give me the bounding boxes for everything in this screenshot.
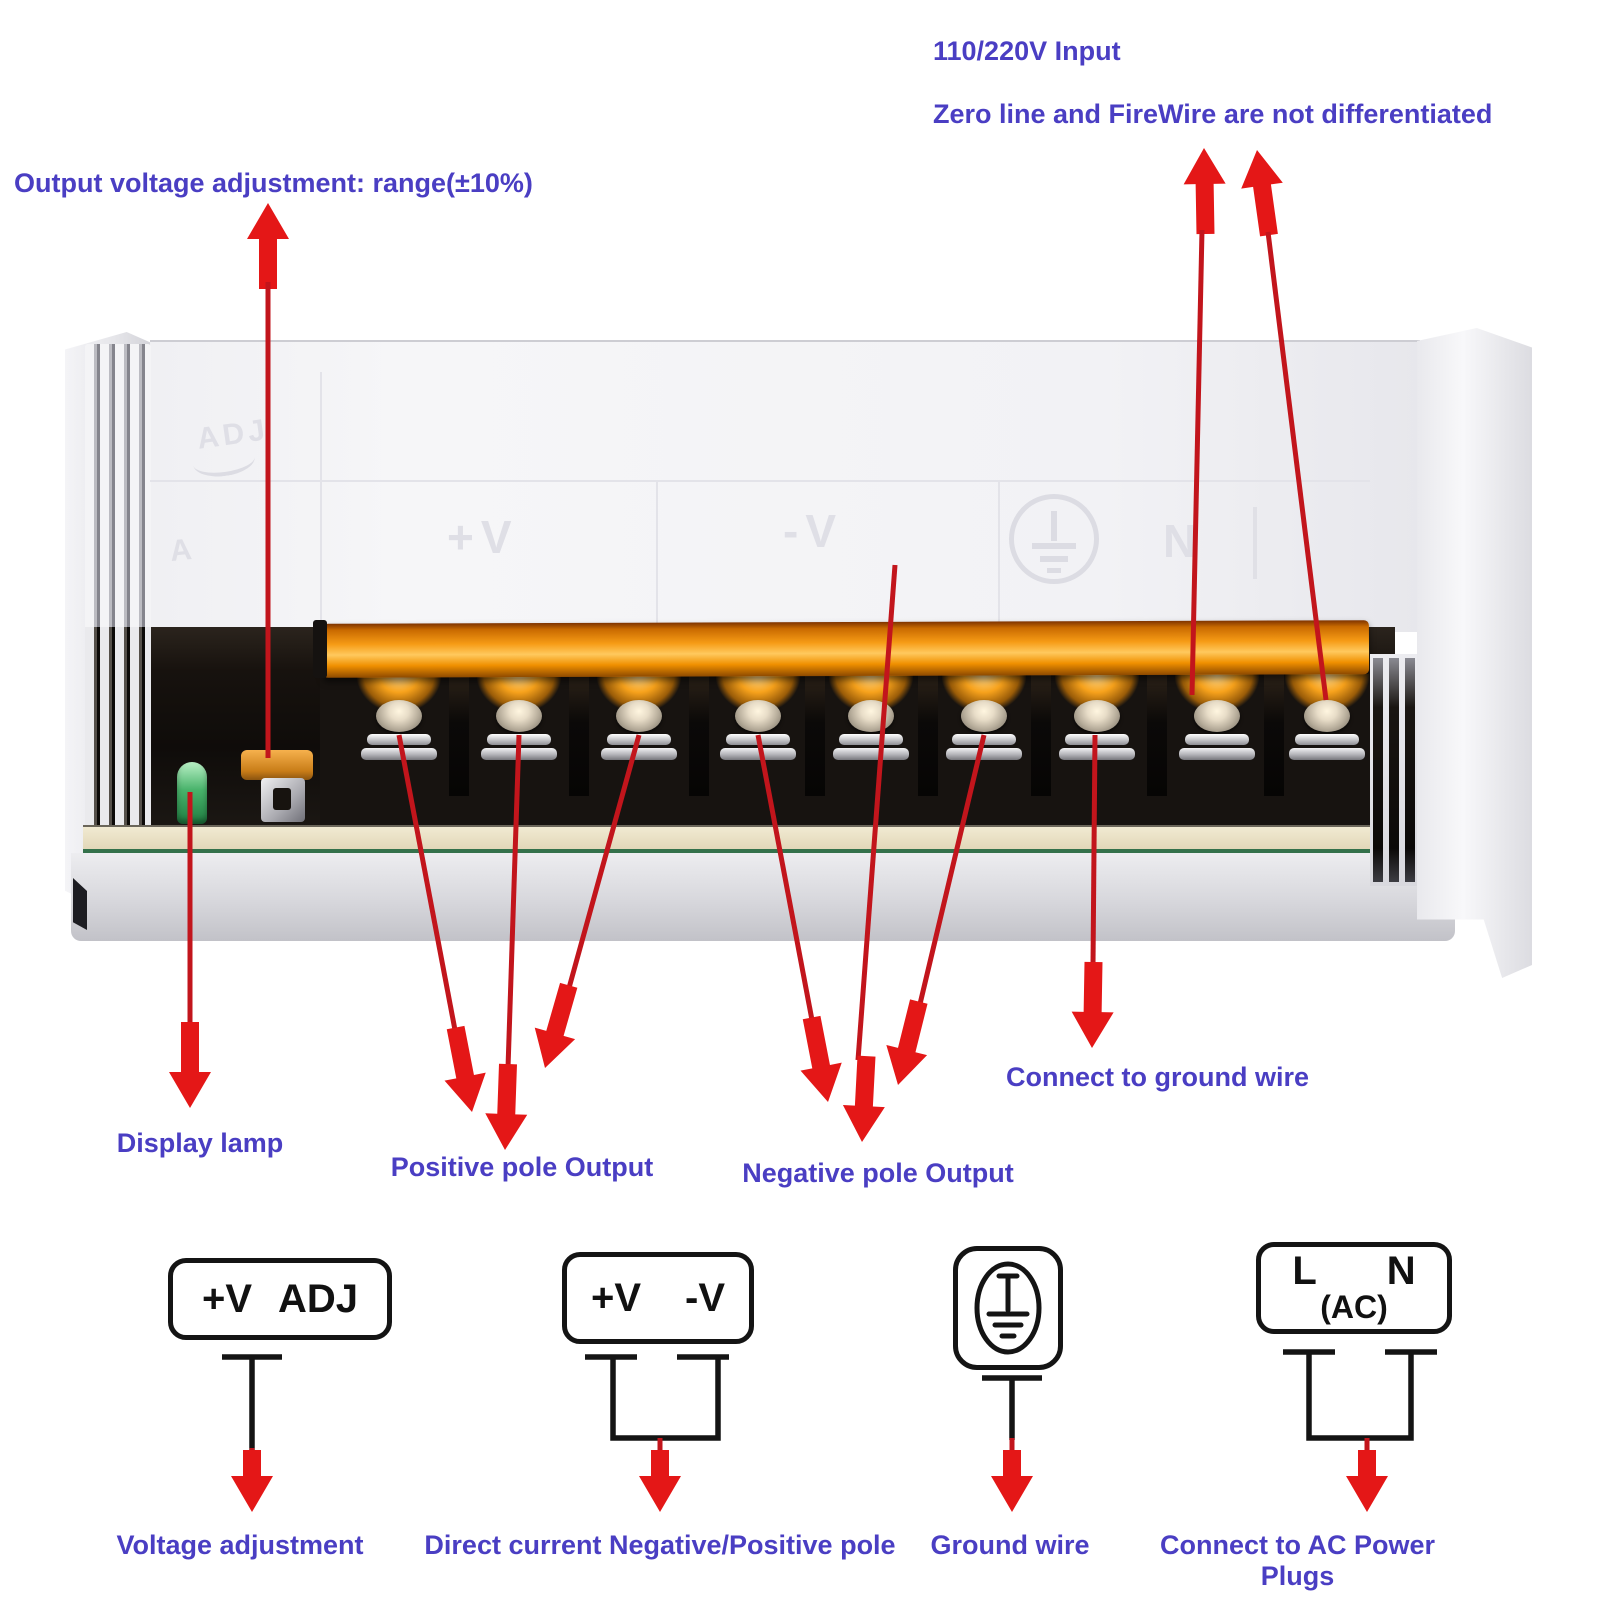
terminal-screw-5 xyxy=(821,674,921,822)
terminal-screw-1 xyxy=(349,674,449,822)
vent-slot xyxy=(1405,658,1415,882)
terminal-screw-6 xyxy=(934,674,1034,822)
pcb-edge xyxy=(83,825,1417,853)
label-display-lamp: Display lamp xyxy=(116,1128,284,1158)
pcb-green-line xyxy=(83,849,1417,855)
terminal-divider xyxy=(1031,674,1051,796)
legend-box4-symbol-l: L xyxy=(1292,1249,1317,1294)
label-ac-input-line2: Zero line and FireWire are not different… xyxy=(933,99,1493,129)
terminal-screw-8 xyxy=(1167,674,1267,822)
case-right-flange xyxy=(1417,328,1532,978)
legend-box-ground xyxy=(953,1246,1063,1370)
legend-box2-symbol-pv: +V xyxy=(590,1275,642,1320)
indicator-led xyxy=(177,762,207,824)
terminal-divider xyxy=(449,674,469,796)
terminal-cover-orange xyxy=(322,620,1370,678)
terminal-divider xyxy=(689,674,709,796)
legend-box1-symbol-pv: +V xyxy=(201,1276,252,1321)
side-vents xyxy=(1370,654,1418,886)
emboss-divider xyxy=(1253,507,1257,579)
label-positive-output: Positive pole Output xyxy=(390,1152,654,1182)
case-seam-vertical-1 xyxy=(320,372,322,627)
ground-symbol-bar2 xyxy=(1040,556,1068,562)
emboss-minus-v: -V xyxy=(783,505,843,557)
potentiometer-body xyxy=(241,750,313,780)
ground-symbol-icon xyxy=(974,1261,1042,1355)
emboss-n-text: N xyxy=(1163,515,1197,567)
legend-arrows xyxy=(231,1438,1388,1512)
emboss-a-text: A xyxy=(168,532,194,569)
potentiometer-window xyxy=(273,788,291,810)
case-seam-vertical-2 xyxy=(656,482,658,627)
power-supply-photo: ADJ A +V -V N xyxy=(65,322,1532,982)
label-voltage-adjustment: Voltage adjustment xyxy=(116,1530,364,1560)
ground-symbol-bar1 xyxy=(1032,543,1076,549)
case-bottom-notch xyxy=(73,878,87,930)
terminal-divider xyxy=(569,674,589,796)
terminal-divider xyxy=(1147,674,1167,796)
terminal-screw-9 xyxy=(1277,674,1377,822)
label-connect-ground: Connect to ground wire xyxy=(1006,1062,1309,1092)
terminal-cover-clip xyxy=(313,620,327,678)
terminal-screw-7 xyxy=(1047,674,1147,822)
case-seam-horizontal xyxy=(150,480,1370,482)
label-direct-current: Direct current Negative/Positive pole xyxy=(424,1530,896,1560)
ground-symbol-bar3 xyxy=(1047,568,1061,573)
label-ac-input-line1: 110/220V Input xyxy=(933,36,1121,66)
terminal-screw-3 xyxy=(589,674,689,822)
emboss-plus-v: +V xyxy=(447,511,519,563)
terminal-screw-4 xyxy=(708,674,808,822)
heatsink-fins-upper xyxy=(85,344,151,630)
ground-symbol-stem xyxy=(1051,511,1057,541)
label-ground-wire: Ground wire xyxy=(930,1530,1090,1560)
label-ac-power-plugs: Connect to AC Power Plugs xyxy=(1159,1530,1435,1591)
vent-slot xyxy=(1373,658,1383,882)
case-bottom xyxy=(71,853,1455,941)
case-seam-vertical-3 xyxy=(998,482,1000,627)
legend-box-voltage-adjust: +V ADJ xyxy=(168,1258,392,1340)
legend-box-ac-input: L N (AC) xyxy=(1256,1242,1452,1334)
legend-box-dc-output: +V -V xyxy=(562,1252,754,1344)
legend-box1-symbol-adj: ADJ xyxy=(278,1276,359,1321)
legend-box2-symbol-nv: -V xyxy=(685,1275,726,1320)
label-output-adjustment: Output voltage adjustment: range(±10%) xyxy=(14,168,533,198)
terminal-screw-2 xyxy=(469,674,569,822)
emboss-ground-symbol xyxy=(1009,494,1099,584)
legend-box4-symbol-n: N xyxy=(1386,1249,1416,1294)
label-negative-output: Negative pole Output xyxy=(742,1158,1014,1188)
legend-box4-symbol-ac: (AC) xyxy=(1320,1289,1388,1326)
terminal-divider xyxy=(1264,674,1284,796)
case-front-face xyxy=(150,340,1420,632)
vent-slot xyxy=(1389,658,1399,882)
legend-connectors xyxy=(222,1349,1437,1450)
